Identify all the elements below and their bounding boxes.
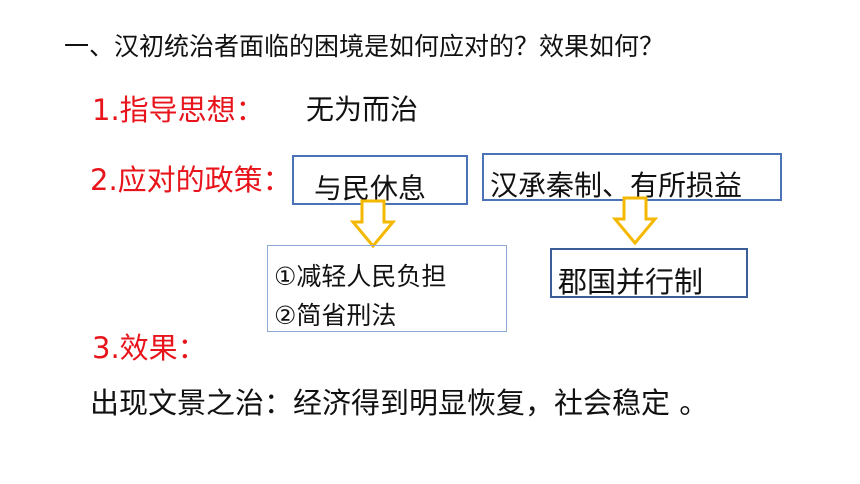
effect-heading: 3.效果： bbox=[92, 331, 207, 365]
commandery-text: 郡国并行制 bbox=[558, 265, 704, 299]
policy-heading: 2.应对的政策： bbox=[90, 163, 292, 197]
effect-text: 出现文景之治：经济得到明显恢复，社会稳定 。 bbox=[90, 386, 709, 420]
policy-box-left: 与民休息 bbox=[292, 155, 468, 205]
commandery-box: 郡国并行制 bbox=[550, 248, 748, 299]
detail-item: ②简省刑法 bbox=[274, 301, 397, 330]
down-arrow-icon bbox=[349, 199, 397, 249]
policy-detail-box: ①减轻人民负担 ②简省刑法 bbox=[267, 245, 507, 332]
detail-item: ①减轻人民负担 bbox=[274, 262, 447, 291]
policy-box-right: 汉承秦制、有所损益 bbox=[482, 153, 782, 202]
policy-right-text: 汉承秦制、有所损益 bbox=[490, 169, 743, 202]
guiding-thought-value: 无为而治 bbox=[306, 93, 419, 126]
down-arrow-icon bbox=[611, 196, 659, 246]
guiding-thought-heading: 1.指导思想： bbox=[92, 93, 265, 127]
page-title: 一、汉初统治者面临的困境是如何应对的？效果如何？ bbox=[64, 32, 665, 61]
